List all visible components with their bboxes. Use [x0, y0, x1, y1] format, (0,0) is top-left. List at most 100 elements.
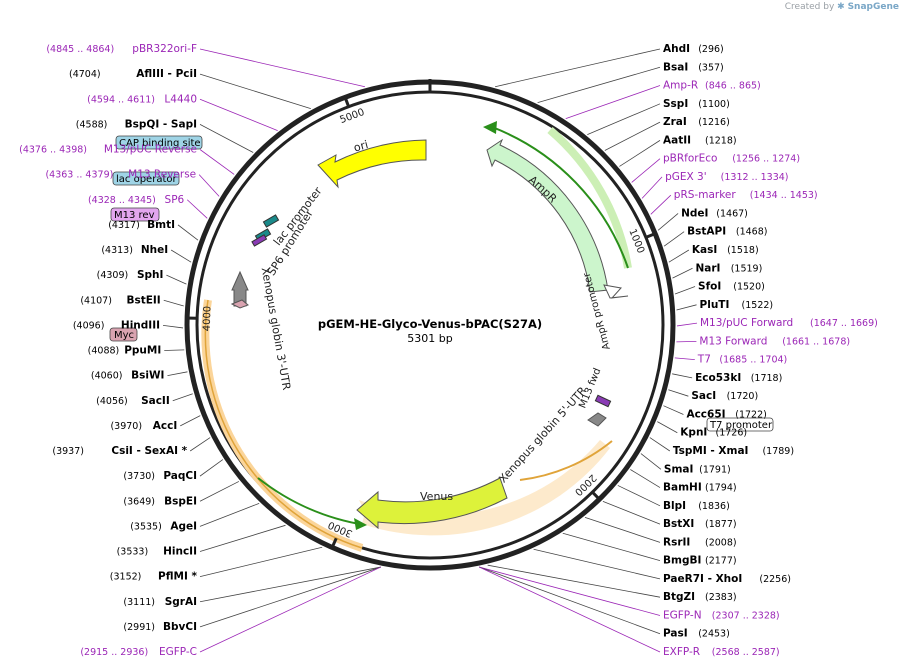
cap-binding-box: CAP binding site — [115, 135, 203, 150]
leader-line — [162, 324, 184, 329]
site-label-position: (846 .. 865) — [705, 81, 761, 92]
site-label-position: (1522) — [742, 300, 774, 311]
site-label-name: HindIII — [121, 319, 160, 331]
ampr-highlight — [547, 126, 632, 269]
site-label-position: (1216) — [698, 117, 730, 128]
lac-operator-box: lac operator — [112, 171, 180, 186]
site-label-name: HincII — [163, 546, 197, 558]
site-label-name: BspEI — [164, 495, 197, 507]
site-label-name: AgeI — [170, 520, 197, 532]
site-label-position: (2307 .. 2328) — [712, 610, 780, 621]
leader-line — [602, 501, 661, 525]
leader-line — [199, 566, 382, 653]
site-label-name: BtgZI — [663, 591, 695, 603]
site-label-name: AatII — [663, 134, 691, 146]
leader-line — [641, 176, 663, 199]
bp-tick — [591, 491, 602, 502]
site-label-name: TspMI - XmaI — [673, 445, 749, 457]
leader-line — [676, 322, 698, 327]
leader-line — [663, 231, 685, 247]
leader-line — [186, 199, 208, 219]
site-label-position: (1685 .. 1704) — [719, 355, 787, 366]
t7-promoter-box-bg — [706, 417, 774, 432]
site-label-name: SphI — [137, 269, 163, 281]
leader-line — [479, 566, 661, 635]
site-label-position: (1519) — [731, 263, 763, 274]
lac-operator-text: lac operator — [116, 174, 177, 185]
ampr-promoter-arrow — [603, 284, 629, 299]
site-label-position: (4317) — [108, 220, 140, 231]
site-label-position: (2256) — [759, 574, 791, 585]
leader-line — [166, 274, 187, 285]
site-label-name: BstXI — [663, 518, 694, 530]
venus-label: Venus — [420, 490, 453, 503]
site-label-name: SP6 — [165, 194, 185, 206]
site-label-name: PflMI * — [158, 571, 197, 583]
lac-operator-box-bg — [112, 171, 180, 186]
site-label-name: SspI — [663, 98, 688, 110]
site-label-name: BstAPI — [687, 226, 726, 238]
xen5-line — [519, 440, 613, 481]
site-label-name: SacI — [691, 390, 716, 402]
site-label-name: BsiWI — [131, 370, 164, 382]
site-label-name: PluTI — [700, 299, 730, 311]
leader-line — [198, 174, 220, 197]
site-label-position: (3152) — [110, 572, 142, 583]
site-label-position: (4056) — [96, 396, 128, 407]
site-label-position: (1518) — [727, 245, 759, 256]
venus-orf-arrowhead — [354, 518, 367, 530]
site-label-name: EXFP-R — [663, 646, 700, 658]
sp6-up-arrow-icon — [231, 270, 249, 307]
leader-line — [604, 121, 661, 151]
leader-line — [163, 299, 184, 307]
site-label-position: (2568 .. 2587) — [712, 647, 780, 658]
site-label-position: (1718) — [751, 373, 783, 384]
site-label-name: BstEII — [126, 294, 160, 306]
site-label-position: (1789) — [762, 446, 794, 457]
bp-tick — [330, 537, 338, 550]
ampr-orf-line — [491, 126, 629, 269]
leader-line — [537, 66, 661, 104]
site-label-name: M13 Forward — [699, 335, 767, 347]
leader-line — [676, 340, 697, 343]
site-label-position: (1100) — [698, 99, 730, 110]
site-label-name: M13/pUC Reverse — [104, 144, 197, 156]
site-label-position: (1218) — [705, 135, 737, 146]
site-label-name: PasI — [663, 628, 688, 640]
snapgene-logo-icon: ✱ — [837, 2, 845, 12]
m13fwd-mark — [594, 394, 612, 408]
leader-line — [199, 524, 286, 552]
leader-line — [619, 140, 661, 167]
site-label-name: pBR322ori-F — [132, 43, 197, 55]
leader-line — [199, 566, 381, 628]
leader-line — [479, 566, 661, 616]
leader-line — [199, 503, 260, 527]
site-label-name: BmgBI — [663, 555, 701, 567]
site-label-position: (3535) — [130, 521, 162, 532]
site-label-name: Amp-R — [663, 80, 698, 92]
site-label-position: (4376 .. 4398) — [19, 145, 87, 156]
site-label-name: BbvCI — [163, 621, 197, 633]
leader-line — [649, 437, 671, 452]
site-label-name: SacII — [141, 395, 170, 407]
cap-binding-box-bg — [115, 135, 203, 150]
site-label-name: AflIII - PciI — [136, 68, 197, 80]
site-label-position: (1877) — [705, 519, 737, 530]
myc-box: Myc — [109, 327, 138, 342]
site-label-name: BmtI — [147, 219, 175, 231]
site-label-position: (1836) — [698, 501, 730, 512]
venus-feature-arrow — [356, 477, 508, 530]
t7-promoter-box: T7 promoter — [706, 417, 774, 432]
site-label-position: (2991) — [123, 622, 155, 633]
leader-line — [650, 194, 672, 215]
site-label-position: (3970) — [110, 421, 142, 432]
xen3-line — [204, 299, 363, 549]
bp-tick — [343, 94, 351, 108]
ori-feature-arrow — [317, 139, 427, 189]
site-label-name: NarI — [696, 262, 721, 274]
site-label-position: (2383) — [705, 592, 737, 603]
site-label-position: (1256 .. 1274) — [732, 154, 800, 165]
site-label-position: (1661 .. 1678) — [782, 336, 850, 347]
